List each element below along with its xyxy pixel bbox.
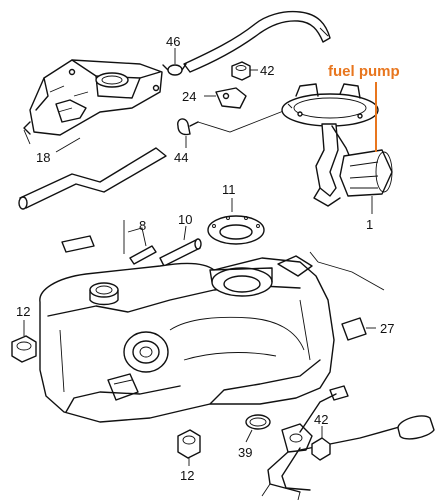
clip-44 (177, 109, 287, 148)
o-ring-39 (245, 414, 271, 443)
part-label-8: 8 (139, 218, 146, 233)
evap-canister-bracket (23, 59, 163, 136)
rod-10 (159, 225, 202, 267)
rod-8 (123, 220, 157, 265)
fuel-level-sender (261, 385, 435, 500)
part-label-39: 39 (238, 445, 252, 460)
pad-27 (341, 317, 376, 341)
part-label-12-left: 12 (16, 304, 30, 319)
fuel-pump-assembly (281, 83, 393, 214)
part-label-1: 1 (366, 217, 373, 232)
part-label-27: 27 (380, 321, 394, 336)
nut-42-top (231, 61, 258, 81)
bushing-12-bottom (177, 429, 201, 466)
part-label-42-top: 42 (260, 63, 274, 78)
part-label-11: 11 (222, 182, 236, 197)
gasket-11 (207, 198, 265, 245)
part-label-24: 24 (182, 89, 196, 104)
fuel-tank (39, 251, 385, 423)
part-label-18: 18 (36, 150, 50, 165)
part-label-42-bottom: 42 (314, 412, 328, 427)
part-label-10: 10 (178, 212, 192, 227)
clamp-46 (162, 48, 187, 76)
fuel-pump-callout: fuel pump (328, 63, 400, 80)
hose-18 (18, 129, 167, 210)
plate-small (61, 235, 95, 253)
bushing-12-left (11, 320, 37, 363)
part-label-12-bottom: 12 (180, 468, 194, 483)
upper-fuel-hose (183, 10, 331, 73)
bracket-24 (204, 87, 247, 109)
part-label-46: 46 (166, 34, 180, 49)
part-label-44: 44 (174, 150, 188, 165)
